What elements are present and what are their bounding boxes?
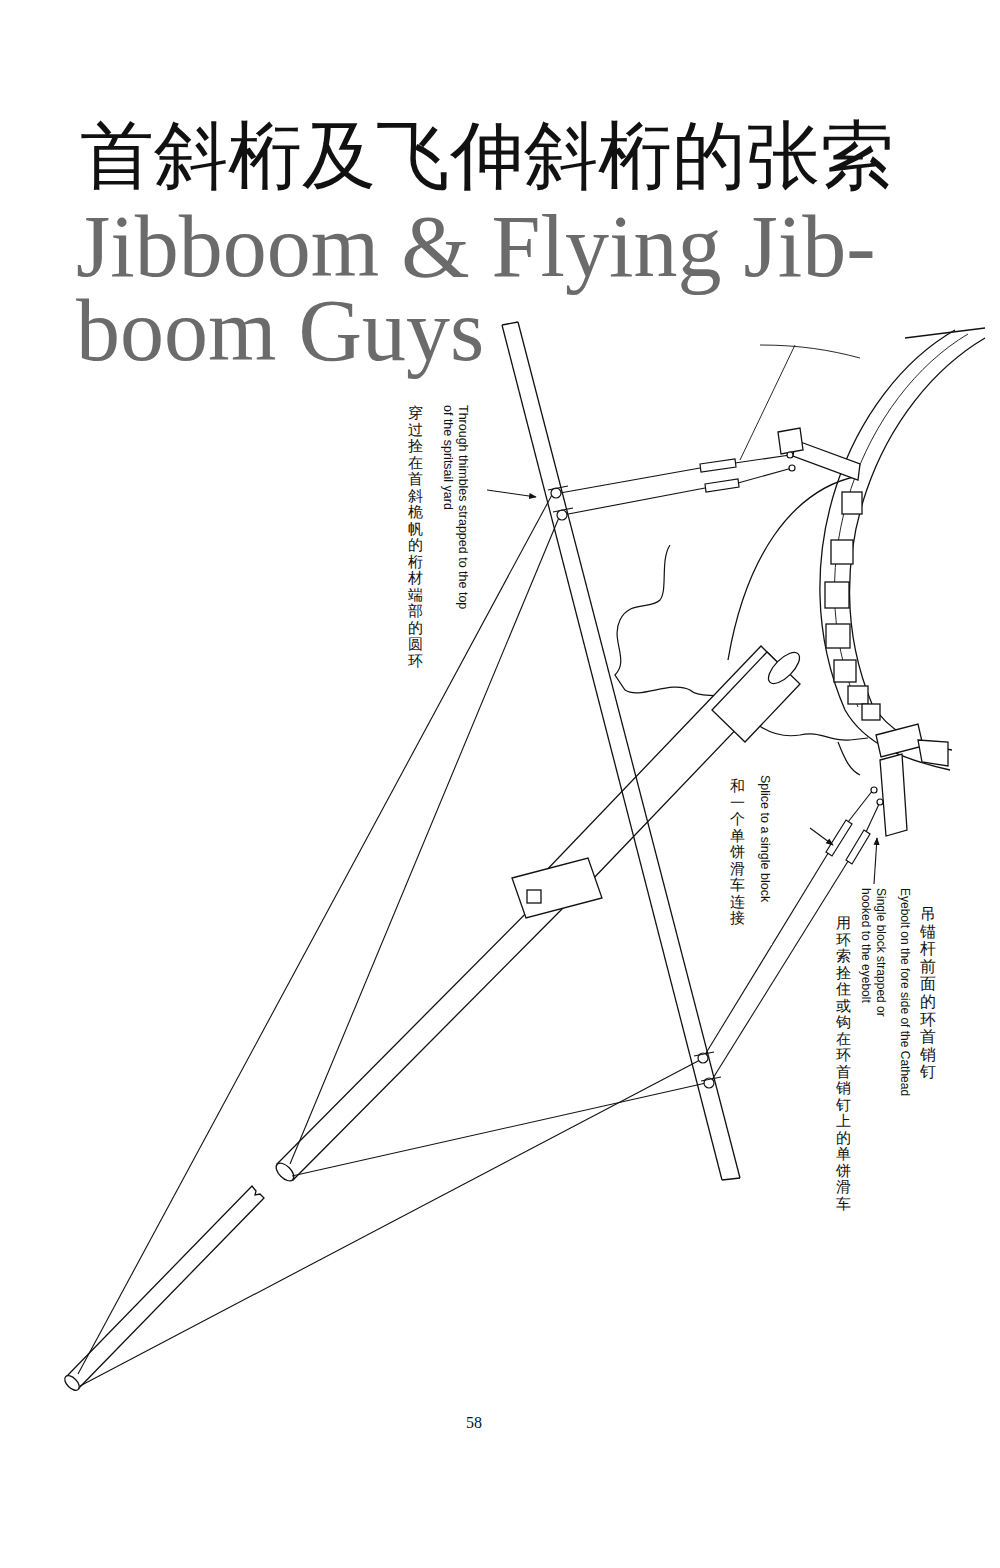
bowsprit [763,647,804,688]
chocks [826,624,850,648]
chocks [831,540,853,564]
tackle-blocks [700,459,736,472]
catheads [778,428,948,836]
chinese-title: 首斜桁及飞伸斜桁的张索 [80,116,894,197]
chocks [862,704,880,720]
leader-arrows [487,490,536,497]
callout-note-cn: 用环索拴住或钩在环首销钉上的单饼滑车 [836,915,851,1212]
ship-bow [760,345,860,358]
guys [848,790,873,822]
thimbles [694,1052,714,1056]
guys [290,515,560,1164]
callout-note: Through thimbles strapped to the top of … [440,405,470,617]
spritsail-yard [502,325,722,1180]
ship-bow [728,476,858,660]
thimbles [701,1077,721,1081]
flying-jibboom [66,1186,264,1389]
leader-arrows [874,838,877,884]
spritsail-yard [722,1178,740,1180]
guys [563,488,705,515]
tackle-blocks [846,830,870,864]
thimbles [553,508,573,512]
jibboom [273,1160,297,1184]
callout-note: Splice to a single block [757,775,772,945]
tackle-blocks [826,820,852,856]
catheads [778,428,803,454]
furled-sail [615,545,868,775]
english-title: Jibboom & Flying Jib- boom Guys [76,205,956,372]
tackle-blocks [700,452,883,864]
leader-arrows [810,828,833,845]
chocks [825,492,880,720]
chocks [834,660,856,682]
catheads [880,754,907,836]
guys [78,493,553,1374]
leader-arrows [487,490,877,884]
ship-bow [850,338,985,750]
thimbles [548,486,721,1088]
thimbles [548,486,568,490]
tackle-blocks [705,479,739,492]
guys [560,468,700,493]
chocks [842,492,862,514]
spritsail-yard [502,322,740,1180]
tackle-blocks [871,787,877,793]
flying-jibboom [62,1373,82,1393]
callout-note: Eyebolt on the fore side of the Cathead [897,888,912,1138]
guys [78,455,880,1386]
jibboom [277,887,568,1180]
tackle-blocks [789,465,795,471]
guys [292,1083,706,1176]
jibboom [512,858,602,918]
guys [738,468,792,483]
callout-note-cn: 穿过拴在首斜桅帆的桁材端部的圆环 [408,405,423,669]
catheads [876,724,923,757]
spritsail-yard [502,322,518,325]
guys [735,455,790,463]
ship-bow [820,330,955,770]
guys [866,802,880,832]
tackle-blocks [787,452,793,458]
guys [80,1060,700,1386]
callout-note-cn: 和一个单饼滑车连接 [730,778,745,927]
ship-bow [835,334,968,707]
catheads [918,740,948,766]
jibboom [273,858,602,1184]
furled-sail [838,742,860,775]
ship-bow [905,328,985,338]
callout-note-cn: 吊锚杆前面的环首销钉 [920,905,936,1081]
callout-note: Single block strapped or hooked to the e… [858,888,888,1056]
chocks [848,686,868,704]
chocks [825,582,849,608]
spritsail-yard [518,322,740,1178]
jibboom [527,890,541,903]
page-number: 58 [466,1414,482,1432]
tackle-blocks [877,799,883,805]
